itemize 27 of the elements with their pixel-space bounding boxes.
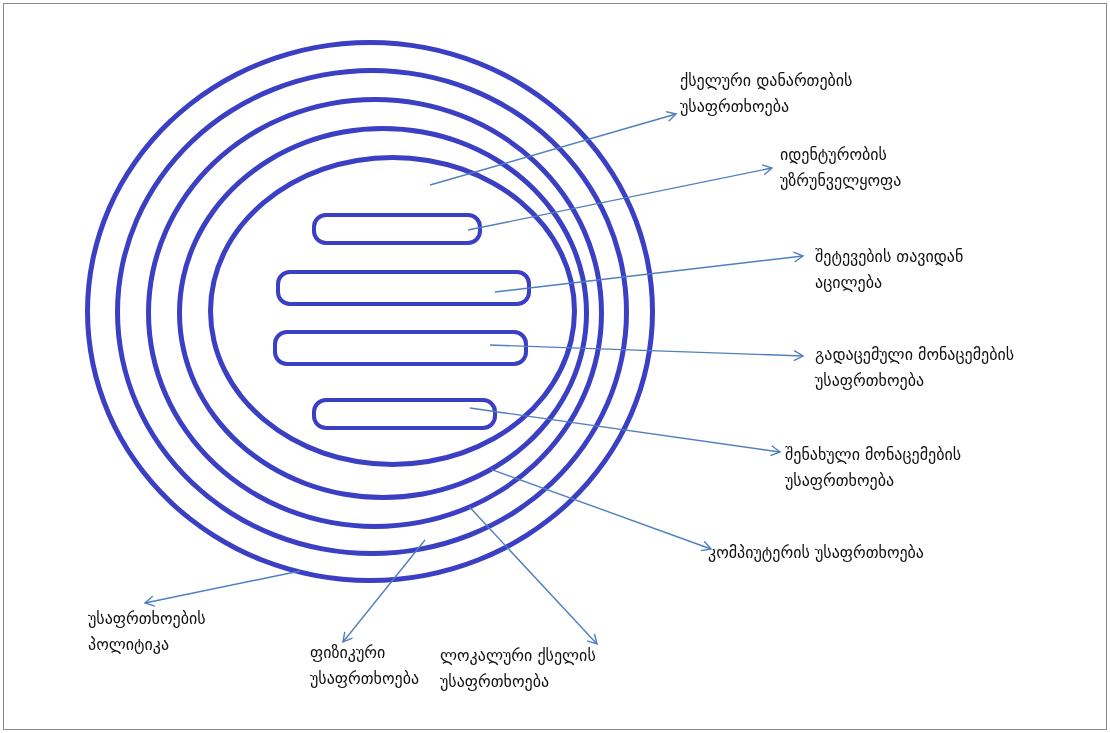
layer-label: უსაფრთხოების პოლიტიკა: [88, 608, 207, 656]
rounded-bar: [276, 270, 531, 306]
rounded-bar: [312, 398, 497, 430]
ellipse-ring: [85, 40, 655, 583]
ellipse-ring: [177, 126, 589, 500]
arrow: [429, 111, 677, 186]
ellipse-ring: [208, 155, 577, 467]
layer-label: შეტევების თავიდან აცილება: [815, 246, 965, 294]
arrow: [490, 468, 712, 552]
arrow: [469, 407, 781, 457]
arrow: [144, 570, 301, 607]
layer-label: ფიზიკური უსაფრთხოება: [310, 642, 421, 690]
arrow: [342, 539, 426, 643]
arrow: [489, 344, 804, 362]
ellipse-ring: [115, 68, 629, 556]
ellipse-ring: [146, 97, 604, 529]
layer-label: ლოკალური ქსელის უსაფრთხოება: [440, 645, 597, 693]
layer-label: შენახული მონაცემების უსაფრთხოება: [785, 444, 963, 492]
arrow: [467, 164, 773, 231]
arrow: [468, 506, 598, 645]
layer-label: კომპიუტერის უსაფრთხოება: [708, 542, 925, 564]
layer-label: იდენტურობის უზრუნველყოფა: [780, 144, 903, 192]
layer-label: გადაცემული მონაცემების უსაფრთხოება: [815, 344, 1016, 392]
rounded-bar: [312, 213, 482, 245]
arrow: [494, 251, 804, 293]
layer-label: ქსელური დანართების უსაფრთხოება: [680, 70, 854, 118]
rounded-bar: [273, 330, 528, 366]
